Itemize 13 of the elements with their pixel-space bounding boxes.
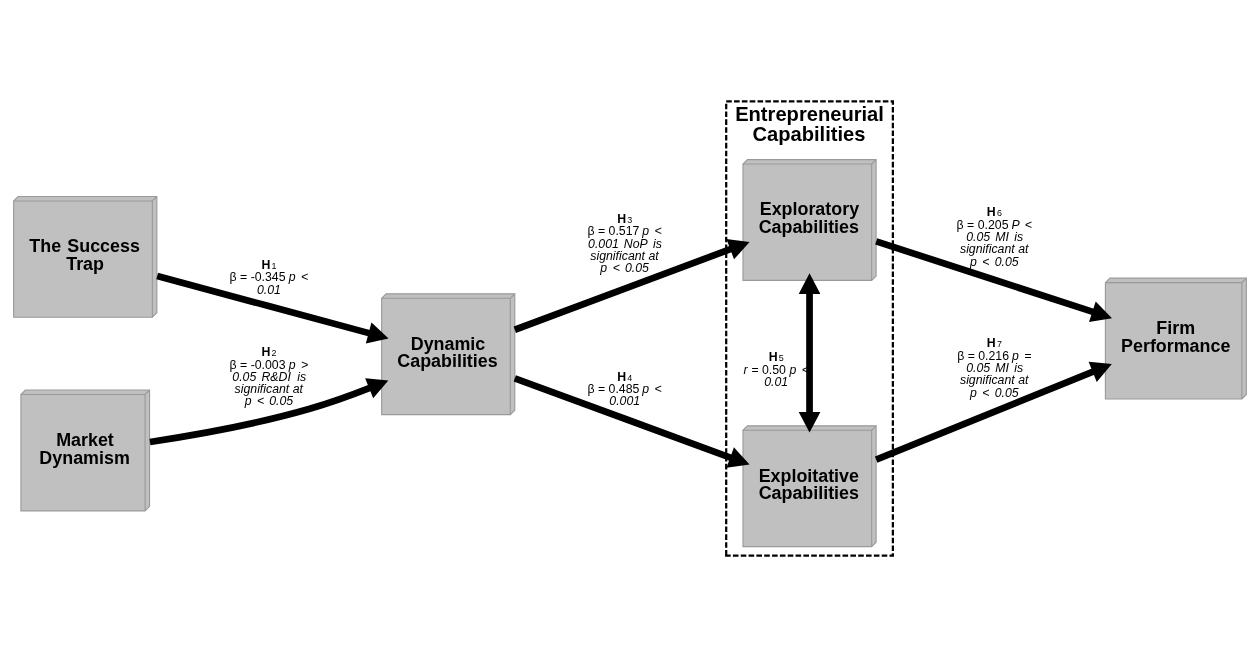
edge-label: H2 β = -0.003 p > 0.05 R&DI is significant at p < 0.05 <box>229 345 309 409</box>
edge-label: H4 β = 0.485 p < 0.001 <box>587 369 662 409</box>
arrow <box>149 378 389 446</box>
edge-label: H1 β = -0.345 p < 0.01 <box>229 257 309 297</box>
arrow <box>874 361 1112 463</box>
edge-label: H7 β = 0.216 p = 0.05 MI is significant at p < 0.05 <box>957 336 1032 400</box>
edge-label: H3 β = 0.517 p < 0.001 NoP is significant at p < 0.05 <box>587 212 662 276</box>
arrow <box>513 375 750 468</box>
arrow <box>513 239 750 333</box>
arrow <box>875 238 1112 323</box>
arrow <box>156 272 389 344</box>
edge-label: H6 β = 0.205 P < 0.05 MI is significant at p < 0.05 <box>956 205 1033 269</box>
arrow <box>798 273 821 433</box>
